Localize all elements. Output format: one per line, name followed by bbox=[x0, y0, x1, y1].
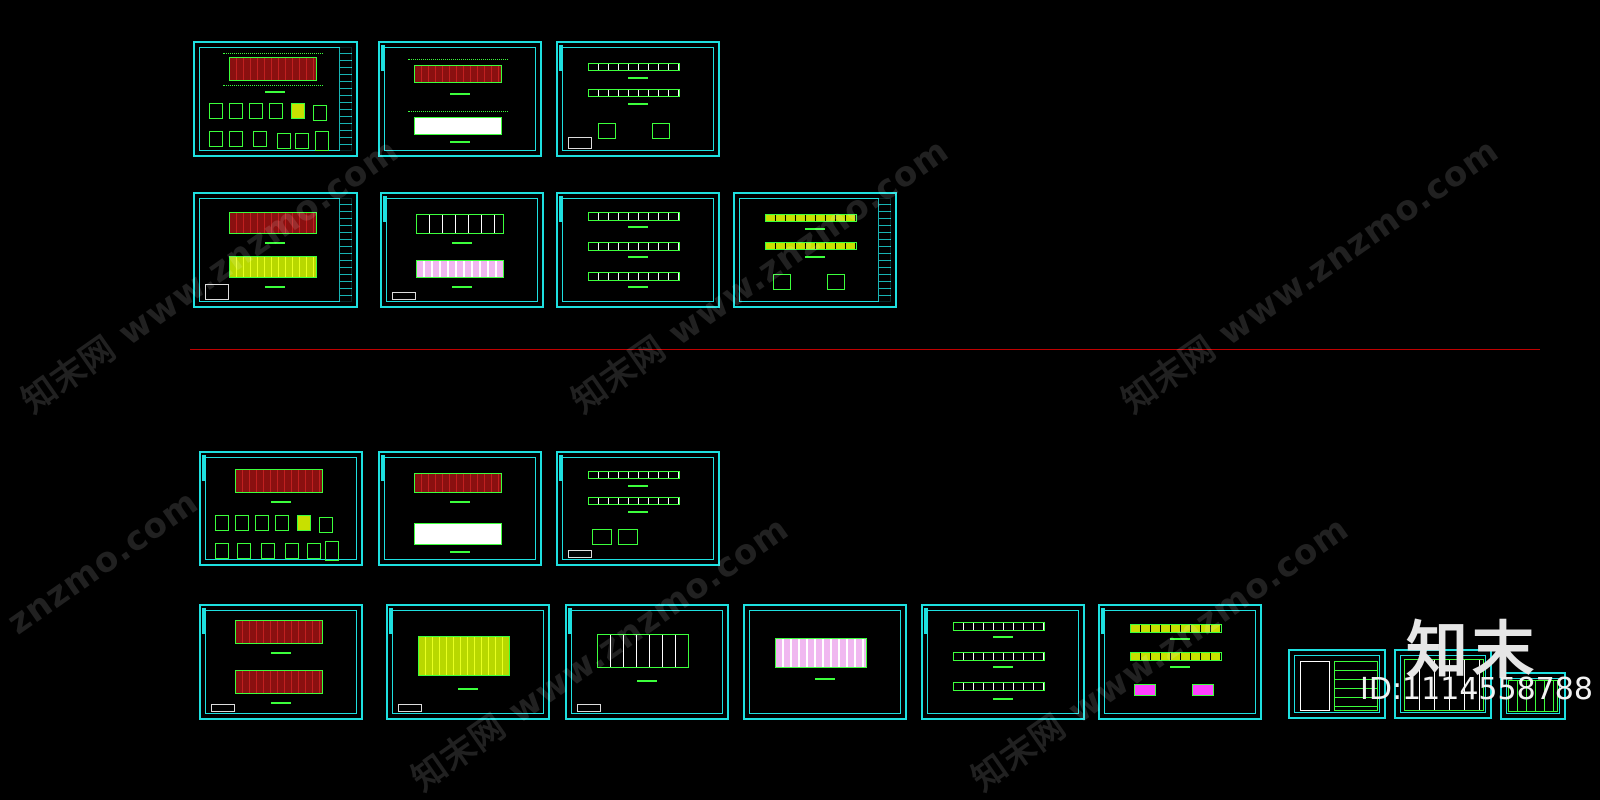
drawing-sheet bbox=[199, 604, 363, 720]
cad-drawing-canvas: 知末网 www.znzmo.com 知末网 www.znzmo.com 知末网 … bbox=[0, 41, 1593, 799]
drawing-sheet bbox=[199, 451, 363, 566]
drawing-sheet bbox=[1394, 649, 1492, 719]
drawing-sheet bbox=[556, 41, 720, 157]
watermark-text: znzmo.com bbox=[0, 481, 206, 643]
drawing-sheet bbox=[1288, 649, 1386, 719]
drawing-sheet bbox=[378, 41, 542, 157]
divider-line bbox=[190, 349, 1540, 350]
drawing-sheet bbox=[193, 192, 358, 308]
brand-logo: 知末 bbox=[1406, 614, 1539, 687]
drawing-sheet bbox=[556, 451, 720, 566]
drawing-sheet bbox=[1500, 672, 1566, 720]
drawing-sheet bbox=[380, 192, 544, 308]
drawing-sheet bbox=[921, 604, 1085, 720]
drawing-sheet bbox=[733, 192, 897, 308]
drawing-sheet bbox=[378, 451, 542, 566]
drawing-sheet bbox=[743, 604, 907, 720]
drawing-sheet bbox=[386, 604, 550, 720]
drawing-sheet bbox=[556, 192, 720, 308]
drawing-sheet bbox=[193, 41, 358, 157]
drawing-sheet bbox=[1098, 604, 1262, 720]
drawing-sheet bbox=[565, 604, 729, 720]
image-id-label: ID:1114558788 bbox=[1360, 672, 1593, 707]
watermark-text: 知末网 www.znzmo.com bbox=[1114, 130, 1507, 422]
